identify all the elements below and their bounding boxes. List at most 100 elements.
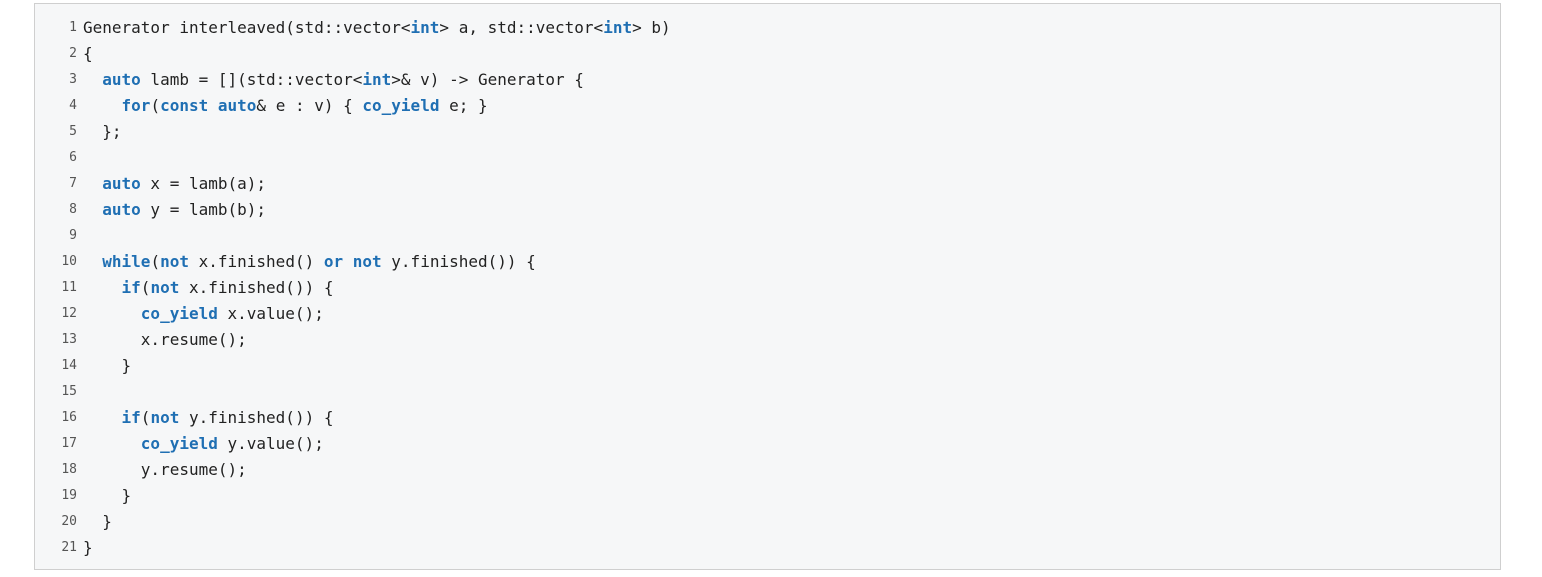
code-token: [83, 278, 122, 297]
line-code: while(not x.finished() or not y.finished…: [83, 249, 536, 275]
keyword-token: co_yield: [140, 434, 218, 453]
keyword-token: or: [323, 252, 344, 271]
code-token: x.value();: [217, 304, 324, 323]
keyword-token: while: [102, 252, 151, 271]
code-token: y.finished()) {: [179, 408, 334, 427]
keyword-token: not: [150, 278, 180, 297]
line-number: 14: [61, 358, 77, 373]
code-token: (: [150, 96, 161, 115]
code-token: [83, 174, 102, 193]
line-number: 5: [69, 124, 77, 139]
line-number: 6: [69, 150, 77, 165]
code-token: x.finished()) {: [179, 278, 334, 297]
line-code: }: [83, 535, 93, 561]
code-token: [83, 304, 141, 323]
code-line: 8 auto y = lamb(b);: [35, 197, 671, 223]
code-line: 10 while(not x.finished() or not y.finis…: [35, 249, 671, 275]
line-code: if(not x.finished()) {: [83, 275, 334, 301]
code-token: > b): [632, 18, 671, 37]
line-code: co_yield y.value();: [83, 431, 324, 457]
code-token: }: [83, 356, 132, 375]
code-line: 15: [35, 379, 671, 405]
line-code: auto lamb = [](std::vector<int>& v) -> G…: [83, 67, 584, 93]
line-number: 13: [61, 332, 77, 347]
line-number: 15: [61, 384, 77, 399]
code-token: x = lamb(a);: [140, 174, 267, 193]
code-token: [83, 96, 122, 115]
code-token: y = lamb(b);: [140, 200, 267, 219]
code-line: 18 y.resume();: [35, 457, 671, 483]
code-token: (: [150, 252, 161, 271]
line-code: };: [83, 119, 122, 145]
line-number: 4: [69, 98, 77, 113]
code-token: }: [83, 538, 93, 557]
code-token: [83, 408, 122, 427]
line-code: co_yield x.value();: [83, 301, 324, 327]
line-code: }: [83, 353, 132, 379]
line-code: Generator interleaved(std::vector<int> a…: [83, 15, 671, 41]
code-line: 21}: [35, 535, 671, 561]
code-line: 13 x.resume();: [35, 327, 671, 353]
code-token: y.finished()) {: [381, 252, 536, 271]
code-line: 20 }: [35, 509, 671, 535]
line-number: 20: [61, 514, 77, 529]
code-token: x.resume();: [83, 330, 247, 349]
code-token: lamb = [](std::vector<: [140, 70, 363, 89]
line-number: 12: [61, 306, 77, 321]
keyword-token: auto: [217, 96, 257, 115]
code-token: >& v) -> Generator {: [391, 70, 584, 89]
code-token: & e : v) {: [256, 96, 363, 115]
line-code: auto y = lamb(b);: [83, 197, 266, 223]
code-token: [83, 434, 141, 453]
line-number: 2: [69, 46, 77, 61]
line-code: }: [83, 509, 112, 535]
line-number: 10: [61, 254, 77, 269]
line-code: {: [83, 41, 93, 67]
keyword-token: auto: [102, 174, 141, 193]
keyword-token: int: [410, 18, 440, 37]
code-token: }: [83, 512, 112, 531]
keyword-token: if: [121, 408, 141, 427]
line-number: 16: [61, 410, 77, 425]
keyword-token: co_yield: [362, 96, 440, 115]
code-line: 14 }: [35, 353, 671, 379]
line-number: 17: [61, 436, 77, 451]
line-number: 21: [61, 540, 77, 555]
code-token: Generator interleaved(std::vector<: [83, 18, 411, 37]
code-line: 3 auto lamb = [](std::vector<int>& v) ->…: [35, 67, 671, 93]
code-token: }: [83, 486, 132, 505]
keyword-token: int: [603, 18, 633, 37]
keyword-token: not: [352, 252, 382, 271]
keyword-token: not: [160, 252, 189, 271]
code-token: (: [140, 278, 151, 297]
keyword-token: int: [362, 70, 392, 89]
keyword-token: co_yield: [140, 304, 218, 323]
keyword-token: auto: [102, 70, 141, 89]
code-line: 17 co_yield y.value();: [35, 431, 671, 457]
code-token: };: [83, 122, 122, 141]
line-number: 1: [69, 20, 77, 35]
keyword-token: auto: [102, 200, 141, 219]
code-token: [83, 70, 102, 89]
line-code: auto x = lamb(a);: [83, 171, 266, 197]
code-line: 5 };: [35, 119, 671, 145]
code-token: [343, 252, 353, 271]
code-token: > a, std::vector<: [439, 18, 604, 37]
line-code: if(not y.finished()) {: [83, 405, 334, 431]
line-number: 18: [61, 462, 77, 477]
code-token: x.finished(): [188, 252, 324, 271]
line-number: 8: [69, 202, 77, 217]
line-number: 19: [61, 488, 77, 503]
line-number: 11: [61, 280, 77, 295]
code-line: 12 co_yield x.value();: [35, 301, 671, 327]
code-token: [208, 96, 218, 115]
line-number: 7: [69, 176, 77, 191]
code-line: 7 auto x = lamb(a);: [35, 171, 671, 197]
keyword-token: for: [121, 96, 151, 115]
code-line: 16 if(not y.finished()) {: [35, 405, 671, 431]
line-code: }: [83, 483, 132, 509]
keyword-token: if: [121, 278, 141, 297]
